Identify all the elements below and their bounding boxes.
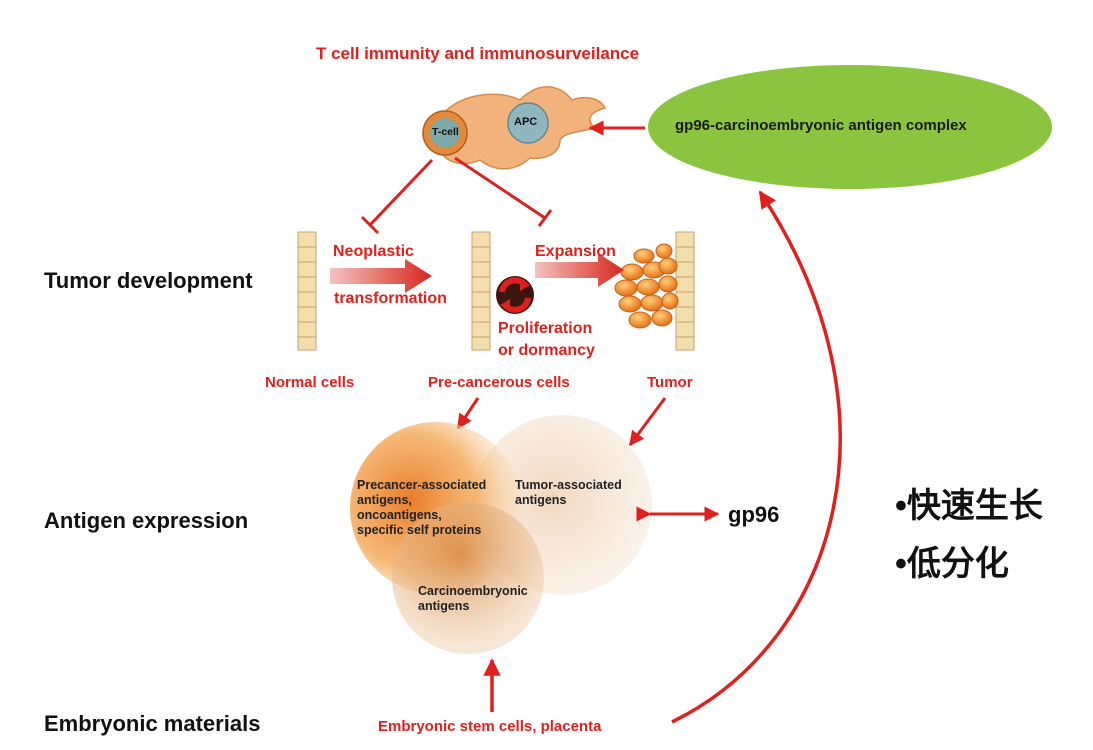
antigen-complex-ellipse (648, 65, 1052, 189)
venn-tumor-line: Tumor-associated (515, 478, 622, 492)
venn-carcino-text: Carcinoembryonic antigens (418, 584, 548, 614)
arrow-precancerous-to-venn (456, 397, 480, 430)
gp96-label: gp96 (728, 502, 780, 527)
venn-precancer-line: Precancer-associated (357, 478, 487, 492)
label-proliferation: Proliferation (498, 320, 593, 337)
inhibit-line-neoplastic (368, 158, 434, 227)
arrow-neoplastic-transformation (330, 259, 432, 293)
tcell-label: T-cell (432, 126, 459, 138)
inhibit-line-expansion (454, 156, 546, 220)
venn-carcino-line: Carcinoembryonic (418, 584, 528, 598)
arrow-expansion (535, 253, 624, 287)
proliferation-cycle-icon (496, 276, 534, 314)
venn-carcino-circle (392, 502, 544, 654)
embryonic-source-label: Embryonic stem cells, placenta (378, 718, 602, 735)
row-label-antigen-expression: Antigen expression (44, 508, 249, 533)
note-rapid-growth: •快速生长 (895, 487, 1043, 525)
precancerous-cells-column (471, 231, 491, 351)
apc-label: APC (514, 116, 538, 128)
row-label-embryonic-materials: Embryonic materials (44, 711, 261, 736)
venn-precancer-line: oncoantigens, (357, 508, 442, 522)
stage-precancerous-cells: Pre-cancerous cells (428, 374, 570, 391)
stage-normal-cells: Normal cells (265, 374, 355, 391)
tumor-mass (614, 231, 695, 351)
venn-precancer-line: antigens, (357, 493, 412, 507)
arrow-tumor-to-venn (628, 397, 667, 447)
stage-tumor: Tumor (647, 374, 693, 391)
venn-carcino-line: antigens (418, 599, 470, 613)
arrow-embryonic-to-complex (671, 190, 842, 724)
label-neoplastic: Neoplastic (333, 243, 414, 260)
venn-tumor-text: Tumor-associated antigens (515, 478, 645, 508)
venn-tumor-line: antigens (515, 493, 567, 507)
venn-precancer-text: Precancer-associated antigens, oncoantig… (357, 478, 517, 538)
ellipse-label: gp96-carcinoembryonic antigen complex (675, 117, 967, 134)
inhibit-bar-neoplastic (360, 215, 380, 235)
venn-precancer-line: specific self proteins (357, 523, 482, 537)
label-expansion: Expansion (535, 243, 616, 260)
top-title: T cell immunity and immunosurveilance (316, 44, 640, 63)
tcell-nucleus (430, 118, 460, 148)
note-low-differentiation: •低分化 (895, 545, 1009, 583)
label-or-dormancy: or dormancy (498, 342, 595, 359)
label-transformation: transformation (334, 290, 447, 307)
apc-nucleus (507, 102, 549, 144)
row-label-tumor-development: Tumor development (44, 268, 253, 293)
normal-cells-column (297, 231, 317, 351)
inhibit-bar-expansion (537, 209, 553, 227)
